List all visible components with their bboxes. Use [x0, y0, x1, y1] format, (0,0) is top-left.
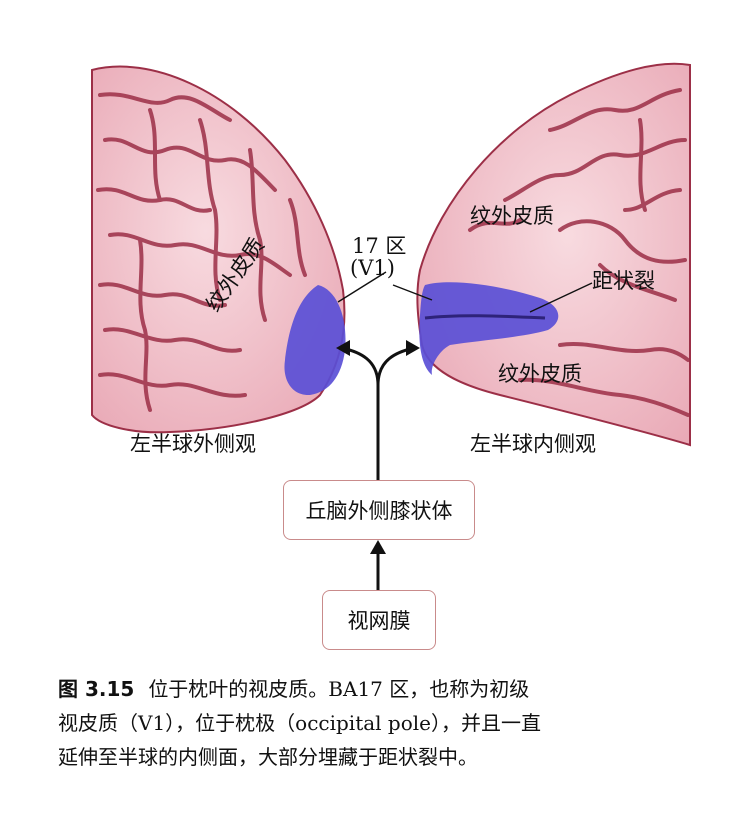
lateral-view-label: 左半球外侧观 — [130, 432, 256, 456]
area17-label: 17 区 — [352, 234, 407, 258]
caption-text-1: 位于枕叶的视皮质。BA17 区，也称为初级 — [148, 677, 530, 701]
area17-leader-right — [392, 284, 433, 301]
retina-box: 视网膜 — [322, 590, 436, 650]
extrastriate-label-bottom-right: 纹外皮质 — [498, 362, 582, 386]
area17-leader-left — [337, 271, 387, 303]
caption-line-3: 延伸至半球的内侧面，大部分埋藏于距状裂中。 — [58, 745, 478, 769]
left-hemisphere-medial — [416, 62, 691, 447]
medial-view-label: 左半球内侧观 — [470, 432, 596, 456]
calcarine-fissure-line — [424, 314, 546, 320]
left-hemisphere-lateral — [91, 65, 346, 434]
caption-line-2: 视皮质（V1），位于枕极（occipital pole），并且一直 — [58, 711, 541, 735]
lgn-box: 丘脑外侧膝状体 — [283, 480, 475, 540]
right-sulci — [468, 88, 690, 417]
arrowhead-up — [370, 540, 386, 554]
brain-illustration — [91, 62, 691, 590]
figure-number: 图 3.15 — [58, 677, 135, 701]
arrowhead-right — [406, 340, 420, 356]
caption-line-1: 图 3.15 位于枕叶的视皮质。BA17 区，也称为初级 — [58, 672, 688, 706]
v1-lateral-region — [284, 285, 346, 396]
figure-caption: 图 3.15 位于枕叶的视皮质。BA17 区，也称为初级 视皮质（V1），位于枕极… — [58, 672, 688, 774]
extrastriate-label-top-right: 纹外皮质 — [470, 204, 554, 228]
calcarine-leader — [529, 282, 593, 313]
arrowhead-left — [336, 340, 350, 356]
calcarine-label: 距状裂 — [592, 269, 655, 293]
v1-medial-region — [419, 282, 559, 375]
v1-label: (V1) — [350, 256, 395, 280]
left-sulci — [96, 92, 307, 412]
